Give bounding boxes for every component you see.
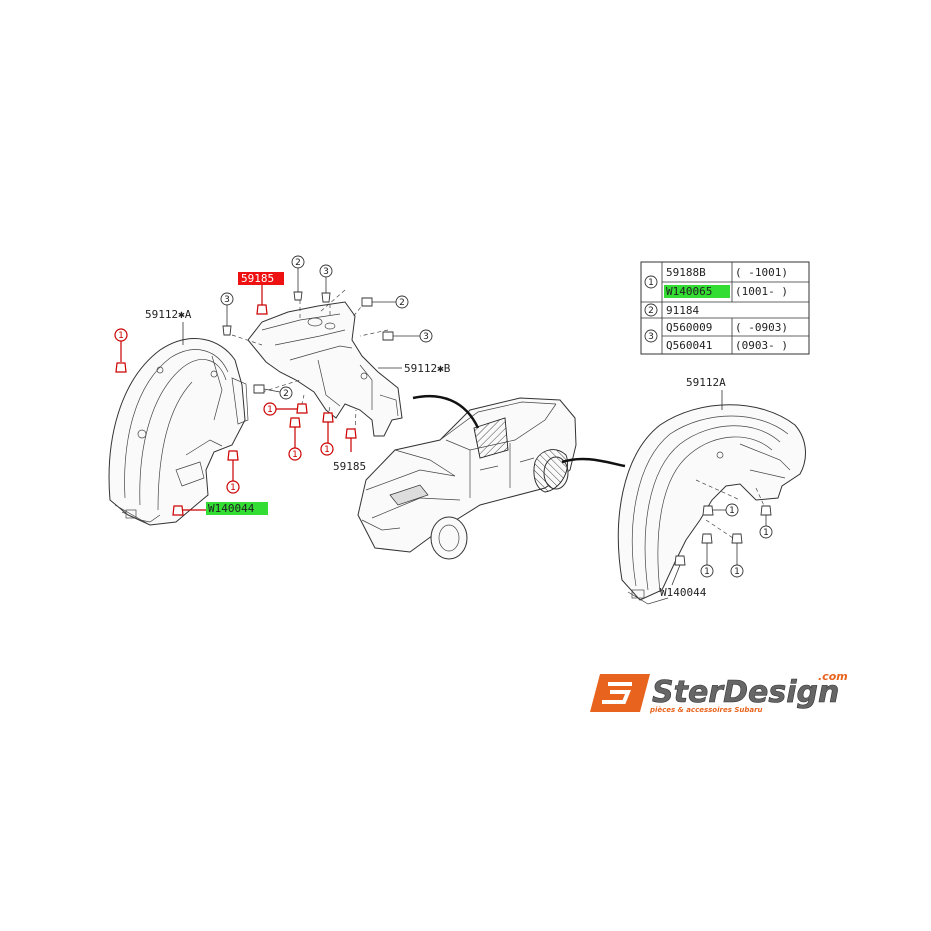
svg-text:1: 1	[230, 483, 236, 493]
fastener-clip-mid-3: 1	[320, 412, 334, 456]
fastener-right-1a: 1	[702, 503, 739, 517]
fastener-clip-59185: 59185	[333, 428, 366, 473]
sterdesign-logo: SterDesign .com pièces & accessoires Sub…	[590, 670, 848, 714]
svg-text:1: 1	[292, 450, 298, 460]
label-59185-highlight: 59185	[241, 272, 274, 285]
svg-text:2: 2	[283, 389, 289, 399]
label-left-fender: 59112✱A	[145, 308, 192, 321]
screw-2-right: 2	[361, 295, 409, 309]
logo-domain: .com	[818, 670, 848, 683]
table-range-w140065: (1001- )	[735, 285, 788, 298]
svg-text:3: 3	[323, 267, 329, 277]
right-fender-liner	[617, 404, 806, 605]
svg-text:2: 2	[295, 258, 301, 268]
fastener-right-1b: 1	[759, 505, 773, 539]
label-mid-fender: 59112✱B	[404, 362, 451, 375]
parts-table: 1 2 3 59188B ( -1001) W140065 (1001- ) 9…	[640, 261, 810, 355]
table-part-q560009: Q560009	[666, 321, 712, 334]
car-illustration	[357, 397, 577, 560]
left-fender-liner	[108, 338, 249, 526]
svg-text:1: 1	[704, 567, 710, 577]
label-w140044-right: W140044	[660, 586, 707, 599]
fastener-59185-red: 59185	[238, 272, 284, 315]
table-range-59188b: ( -1001)	[735, 266, 788, 279]
table-part-91184: 91184	[666, 304, 699, 317]
svg-text:1: 1	[734, 567, 740, 577]
svg-text:3: 3	[224, 295, 230, 305]
fastener-right-1d: 1	[730, 533, 744, 578]
svg-text:1: 1	[324, 445, 330, 455]
screw-2-top: 2	[291, 255, 305, 301]
table-ref-2: 2	[648, 306, 654, 316]
svg-text:3: 3	[423, 332, 429, 342]
fastener-clip-mid-1: 1	[263, 402, 308, 416]
table-part-q560041: Q560041	[666, 339, 712, 352]
label-right-fender: 59112A	[686, 376, 726, 389]
fastener-clip-mid-2: 1	[288, 417, 302, 461]
logo-tagline: pièces & accessoires Subaru	[649, 706, 763, 714]
screw-2-lower: 2	[253, 384, 293, 400]
logo-brand: SterDesign	[652, 675, 839, 710]
table-part-59188b: 59188B	[666, 266, 706, 279]
fastener-right-1c: 1	[700, 533, 714, 578]
mid-fender-liner	[247, 301, 403, 437]
label-59185: 59185	[333, 460, 366, 473]
fastener-clip-left-1: 1	[114, 328, 128, 373]
svg-text:2: 2	[399, 298, 405, 308]
svg-text:1: 1	[118, 331, 124, 341]
table-ref-1: 1	[648, 278, 654, 288]
table-range-q560041: (0903- )	[735, 339, 788, 352]
svg-text:1: 1	[763, 528, 769, 538]
label-w140044-highlight: W140044	[208, 502, 255, 515]
fastener-clip-left-2: 1	[226, 450, 240, 494]
svg-text:1: 1	[729, 506, 735, 516]
screw-3-left: 3	[220, 292, 234, 336]
table-range-q560009: ( -0903)	[735, 321, 788, 334]
table-part-w140065: W140065	[666, 285, 712, 298]
fastener-right-w140044: W140044	[660, 555, 707, 599]
table-ref-3: 3	[648, 332, 654, 342]
screw-3-right: 3	[382, 329, 433, 343]
svg-text:1: 1	[267, 405, 273, 415]
screw-3-top: 3	[319, 264, 333, 303]
fastener-w140044-left: W140044	[172, 502, 268, 516]
